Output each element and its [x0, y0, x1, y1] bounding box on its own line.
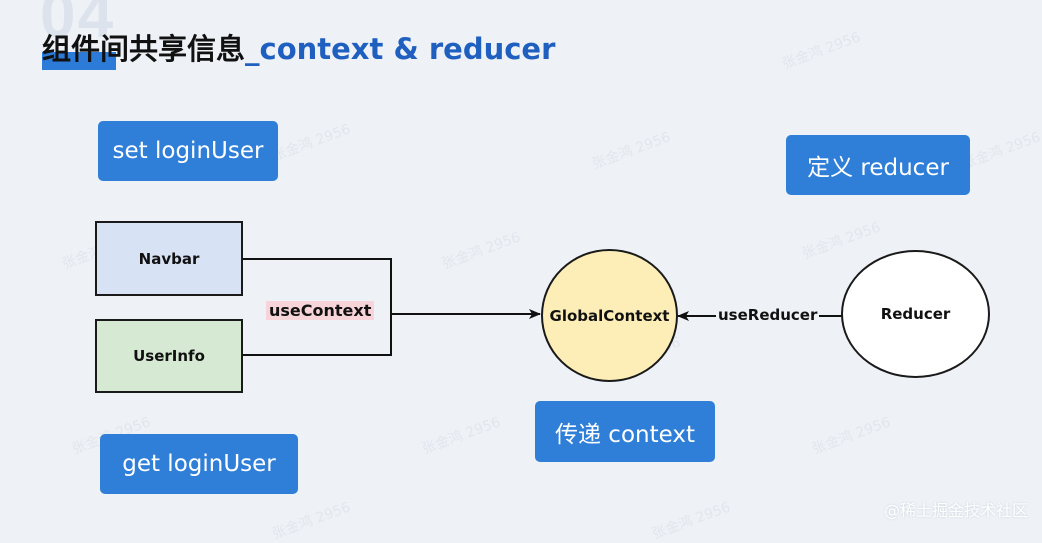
- use-context-label: useContext: [266, 301, 375, 320]
- navbar-node: Navbar: [95, 221, 243, 296]
- reducer-node: Reducer: [841, 250, 990, 378]
- slide-number: 04: [40, 0, 116, 51]
- use-reducer-label: useReducer: [716, 306, 820, 324]
- footer-credit: @稀土掘金技术社区: [883, 501, 1028, 520]
- define-reducer-button[interactable]: 定义 reducer: [786, 135, 970, 195]
- set-login-user-button[interactable]: set loginUser: [98, 121, 278, 181]
- userinfo-connector: [242, 314, 392, 356]
- global-context-node: GlobalContext: [541, 249, 678, 382]
- title-accent-bar: [42, 52, 116, 70]
- navbar-connector: [242, 258, 392, 314]
- get-login-user-button[interactable]: get loginUser: [100, 434, 298, 494]
- pass-context-button[interactable]: 传递 context: [535, 401, 715, 462]
- userinfo-node: UserInfo: [95, 319, 243, 393]
- page-title: 组件间共享信息_context & reducer: [42, 26, 555, 68]
- title-main: 组件间共享信息: [42, 32, 246, 66]
- title-sub: _context & reducer: [245, 32, 556, 66]
